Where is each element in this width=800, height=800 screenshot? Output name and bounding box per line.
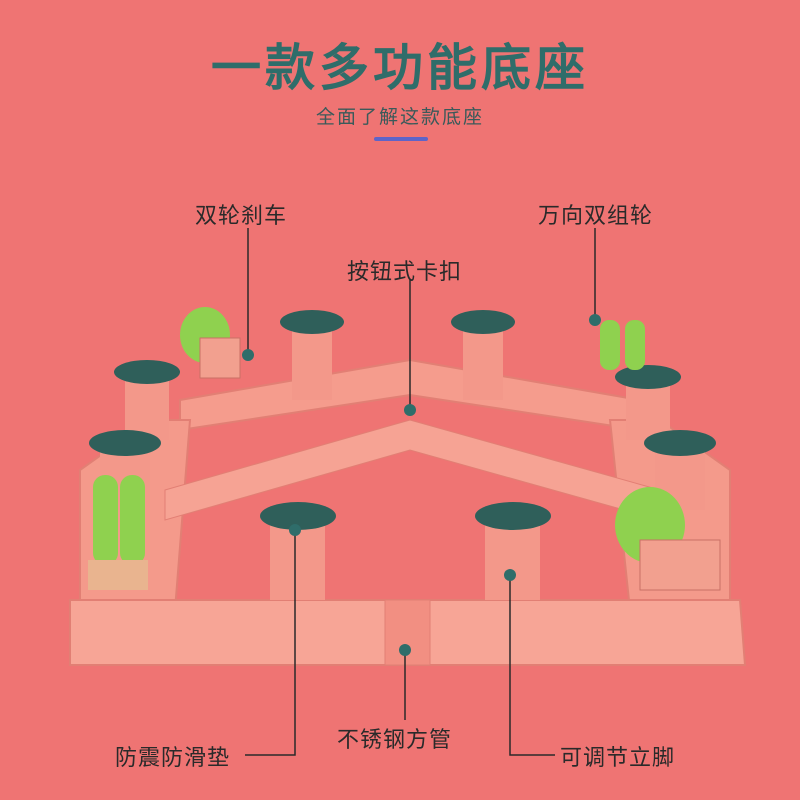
title-underline — [374, 137, 428, 141]
page-title: 一款多功能底座 — [211, 39, 589, 97]
foot-front-left — [260, 502, 336, 600]
marker-foot — [504, 569, 516, 581]
wheel-back-right — [600, 320, 645, 370]
callout-adjustable-foot: 可调节立脚 — [560, 746, 676, 771]
marker-clip — [404, 404, 416, 416]
callout-button-clip: 按钮式卡扣 — [347, 260, 463, 285]
marker-brake — [242, 349, 254, 361]
callout-swivel-dual-wheels: 万向双组轮 — [538, 204, 654, 229]
inner-frame — [164, 419, 661, 521]
foot-mid-left — [114, 360, 180, 440]
foot-back-left — [280, 310, 344, 400]
leader-line-pad — [245, 530, 296, 756]
wheel-front-left — [88, 475, 148, 590]
foot-back-right — [451, 310, 515, 400]
callout-steel-tube: 不锈钢方管 — [337, 728, 453, 753]
marker-swivel — [589, 314, 601, 326]
leader-line-foot — [509, 575, 555, 756]
callout-dual-wheel-brake: 双轮刹车 — [195, 204, 288, 229]
marker-tube — [399, 644, 411, 656]
foot-right — [644, 430, 716, 510]
marker-pad — [289, 524, 301, 536]
foot-mid-right — [615, 365, 681, 440]
wheel-front-right — [615, 487, 721, 591]
foot-front-right — [475, 502, 551, 600]
wheel-back-left — [180, 307, 241, 379]
callout-anti-slip-pad: 防震防滑垫 — [115, 746, 231, 771]
page-subtitle: 全面了解这款底座 — [315, 106, 484, 128]
